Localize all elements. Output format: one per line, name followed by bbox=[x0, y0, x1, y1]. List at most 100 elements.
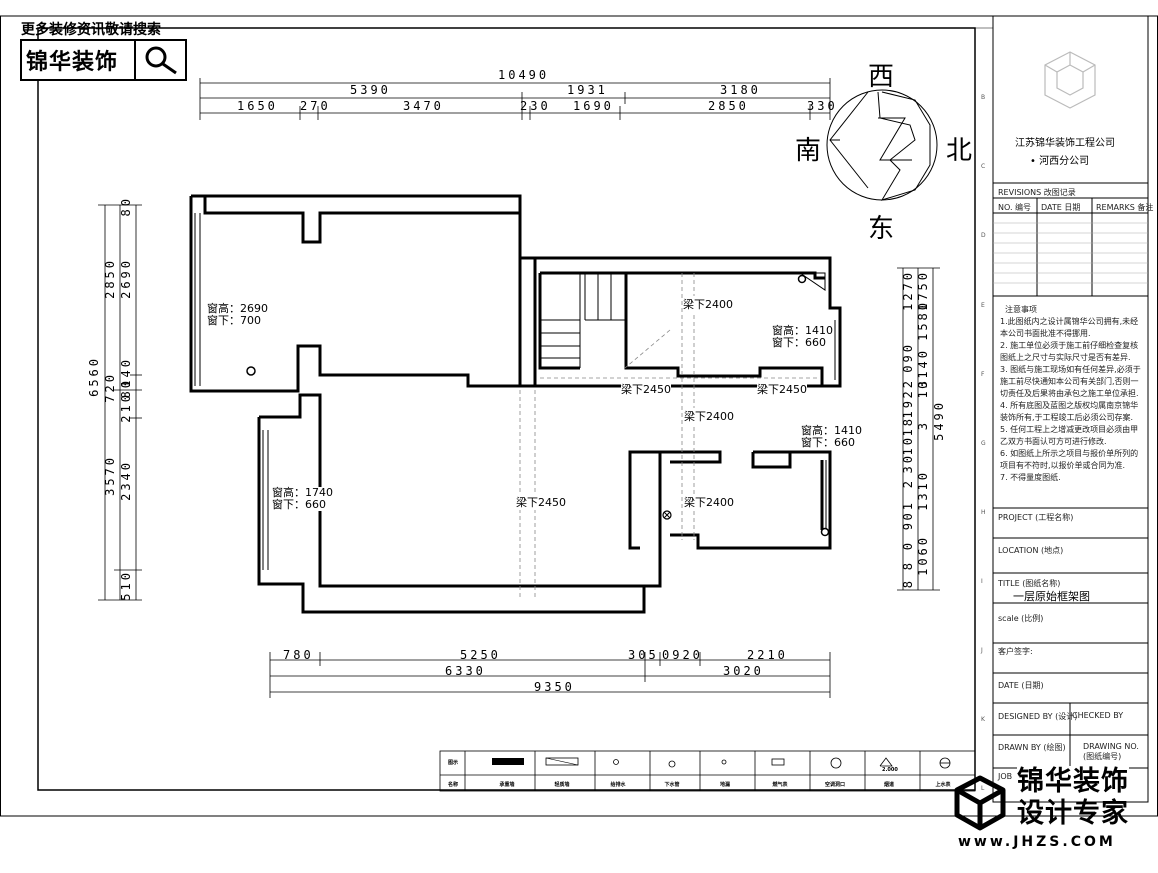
legend-item: 给排水 bbox=[610, 782, 626, 788]
dim-left: 2690 bbox=[119, 258, 133, 299]
dim-bottom: 5250 bbox=[460, 648, 501, 662]
rev-no-label: NO. 编号 bbox=[998, 203, 1032, 212]
dim-top: 1650 bbox=[237, 99, 278, 113]
compass-north: 北 bbox=[946, 136, 973, 166]
search-button[interactable] bbox=[136, 41, 185, 79]
dim-bottom: 3020 bbox=[723, 664, 764, 678]
checked-by-label: CHECKED BY bbox=[1072, 711, 1124, 720]
revisions-label: REVISIONS 改图记录 bbox=[998, 188, 1076, 197]
ruler-letter: G bbox=[981, 440, 986, 447]
beam-label: 梁下2400 bbox=[684, 408, 734, 424]
ruler-letter: K bbox=[981, 716, 985, 723]
legend-item: 燃气表 bbox=[772, 782, 788, 788]
dim-bottom: 780 bbox=[283, 648, 314, 662]
note: 6. 如图纸上所示之项目与报价单所列的项目有不符时,以报价单或合同为准. bbox=[1000, 449, 1139, 470]
dim-bottom: 9350 bbox=[534, 680, 575, 694]
drain-circle bbox=[246, 366, 256, 376]
notes-list: 1.此图纸内之设计属锦华公司拥有,未经本公司书面批准不得挪用. 2. 施工单位必… bbox=[1000, 316, 1142, 484]
note: 2. 施工单位必须于施工前仔细检查复核图纸上之尺寸与实际尺寸是否有差异. bbox=[1000, 341, 1139, 362]
company-name: 江苏锦华装饰工程公司 bbox=[1015, 138, 1115, 149]
watermark-cube bbox=[954, 775, 1006, 831]
watermark-url[interactable]: www.JHZS.COM bbox=[958, 834, 1116, 850]
beam-label: 梁下2450 bbox=[757, 381, 807, 397]
dim-right: 8 bbox=[901, 560, 915, 571]
legend-scale-value: 2.000 bbox=[882, 767, 898, 773]
dim-right: 1060 bbox=[916, 535, 930, 576]
rev-date-label: DATE 日期 bbox=[1041, 203, 1081, 212]
title-label: TITLE (图纸名称) bbox=[998, 579, 1061, 588]
walls bbox=[189, 194, 842, 614]
compass-east: 东 bbox=[868, 214, 895, 244]
drawing-title: 一层原始框架图 bbox=[1013, 590, 1090, 603]
dim-top: 1690 bbox=[573, 99, 614, 113]
note: 3. 图纸与施工现场如有任何差异,必须于施工前尽快通知本公司有关部门,否则一切责… bbox=[1000, 365, 1141, 398]
date-label: DATE (日期) bbox=[998, 681, 1044, 690]
beam-label: 梁下2450 bbox=[516, 494, 566, 510]
corner-circle bbox=[797, 274, 807, 284]
dim-right: 0 bbox=[901, 540, 915, 551]
dim-right: 8 bbox=[901, 578, 915, 589]
ruler-letter: I bbox=[981, 578, 983, 585]
drawing-no-label: DRAWING NO. (图纸编号) bbox=[1083, 742, 1139, 761]
watermark-line2: 设计专家 bbox=[1017, 798, 1129, 829]
ruler-letter: H bbox=[981, 509, 986, 516]
legend-item: 轻质墙 bbox=[554, 782, 570, 788]
dim-left: 6560 bbox=[87, 356, 101, 397]
dim-left: 80 bbox=[119, 196, 133, 217]
dim-right: 30 bbox=[901, 453, 915, 474]
dim-bottom: 2210 bbox=[747, 648, 788, 662]
legend-item: 下水管 bbox=[664, 782, 680, 788]
corner-circle-2 bbox=[820, 527, 830, 537]
company-cube-logo bbox=[1044, 51, 1096, 109]
dim-right: 1270 bbox=[901, 270, 915, 311]
ruler-letter: F bbox=[981, 371, 985, 378]
branch-name: • 河西分公司 bbox=[1030, 156, 1090, 167]
dim-left: 2850 bbox=[103, 258, 117, 299]
legend-item: 烟道 bbox=[883, 782, 894, 788]
beam-label: 梁下2400 bbox=[683, 296, 733, 312]
notes-title: 注意事项 bbox=[1005, 305, 1037, 314]
legend-item: 承重墙 bbox=[499, 782, 515, 788]
sheet-border bbox=[0, 15, 1158, 817]
dim-bottom: 305 bbox=[628, 648, 659, 662]
dim-right: 18 bbox=[901, 416, 915, 437]
dim-left: 510 bbox=[119, 570, 133, 601]
dim-left: 720 bbox=[103, 372, 117, 403]
dim-right: 22 bbox=[901, 378, 915, 399]
dim-top: 230 bbox=[520, 99, 551, 113]
dim-top: 5390 bbox=[350, 83, 391, 97]
dim-right: 3 bbox=[916, 420, 930, 431]
legend-header: 图示 bbox=[447, 760, 458, 766]
dim-right: 2 bbox=[901, 478, 915, 489]
dim-top: 330 bbox=[807, 99, 838, 113]
ruler-letter: B bbox=[981, 94, 986, 101]
beam-label: 梁下2400 bbox=[684, 494, 734, 510]
title-block bbox=[992, 15, 1149, 803]
legend-item: 地漏 bbox=[719, 782, 730, 788]
note: 1.此图纸内之设计属锦华公司拥有,未经本公司书面批准不得挪用. bbox=[1000, 317, 1139, 338]
dim-top: 3470 bbox=[403, 99, 444, 113]
top-banner: 更多装修资讯敬请搜索 bbox=[21, 22, 161, 38]
dim-top: 2850 bbox=[708, 99, 749, 113]
compass-south: 南 bbox=[795, 136, 822, 166]
ruler-letter: L bbox=[981, 785, 985, 792]
legend-name-label: 名称 bbox=[447, 782, 458, 788]
dim-top: 3180 bbox=[720, 83, 761, 97]
dim-left: 2340 bbox=[119, 460, 133, 501]
client-label: 客户签字: bbox=[998, 647, 1033, 656]
ruler-letter: J bbox=[981, 647, 983, 654]
scale-label: scale (比例) bbox=[998, 614, 1044, 623]
watermark-line1: 锦华装饰 bbox=[1017, 766, 1129, 798]
header-logo-text: 锦华装饰 bbox=[26, 50, 119, 75]
dim-right: 090 bbox=[901, 342, 915, 373]
dim-bottom: 0920 bbox=[662, 648, 703, 662]
project-label: PROJECT (工程名称) bbox=[998, 513, 1074, 522]
compass-west: 西 bbox=[868, 62, 895, 92]
note: 4. 所有底图及蓝图之版权均属南京锦华装饰所有,于工程竣工后必须公司存案. bbox=[1000, 401, 1139, 422]
dim-bottom: 6330 bbox=[445, 664, 486, 678]
legend-table bbox=[439, 750, 976, 792]
beam-label: 梁下2450 bbox=[621, 381, 671, 397]
